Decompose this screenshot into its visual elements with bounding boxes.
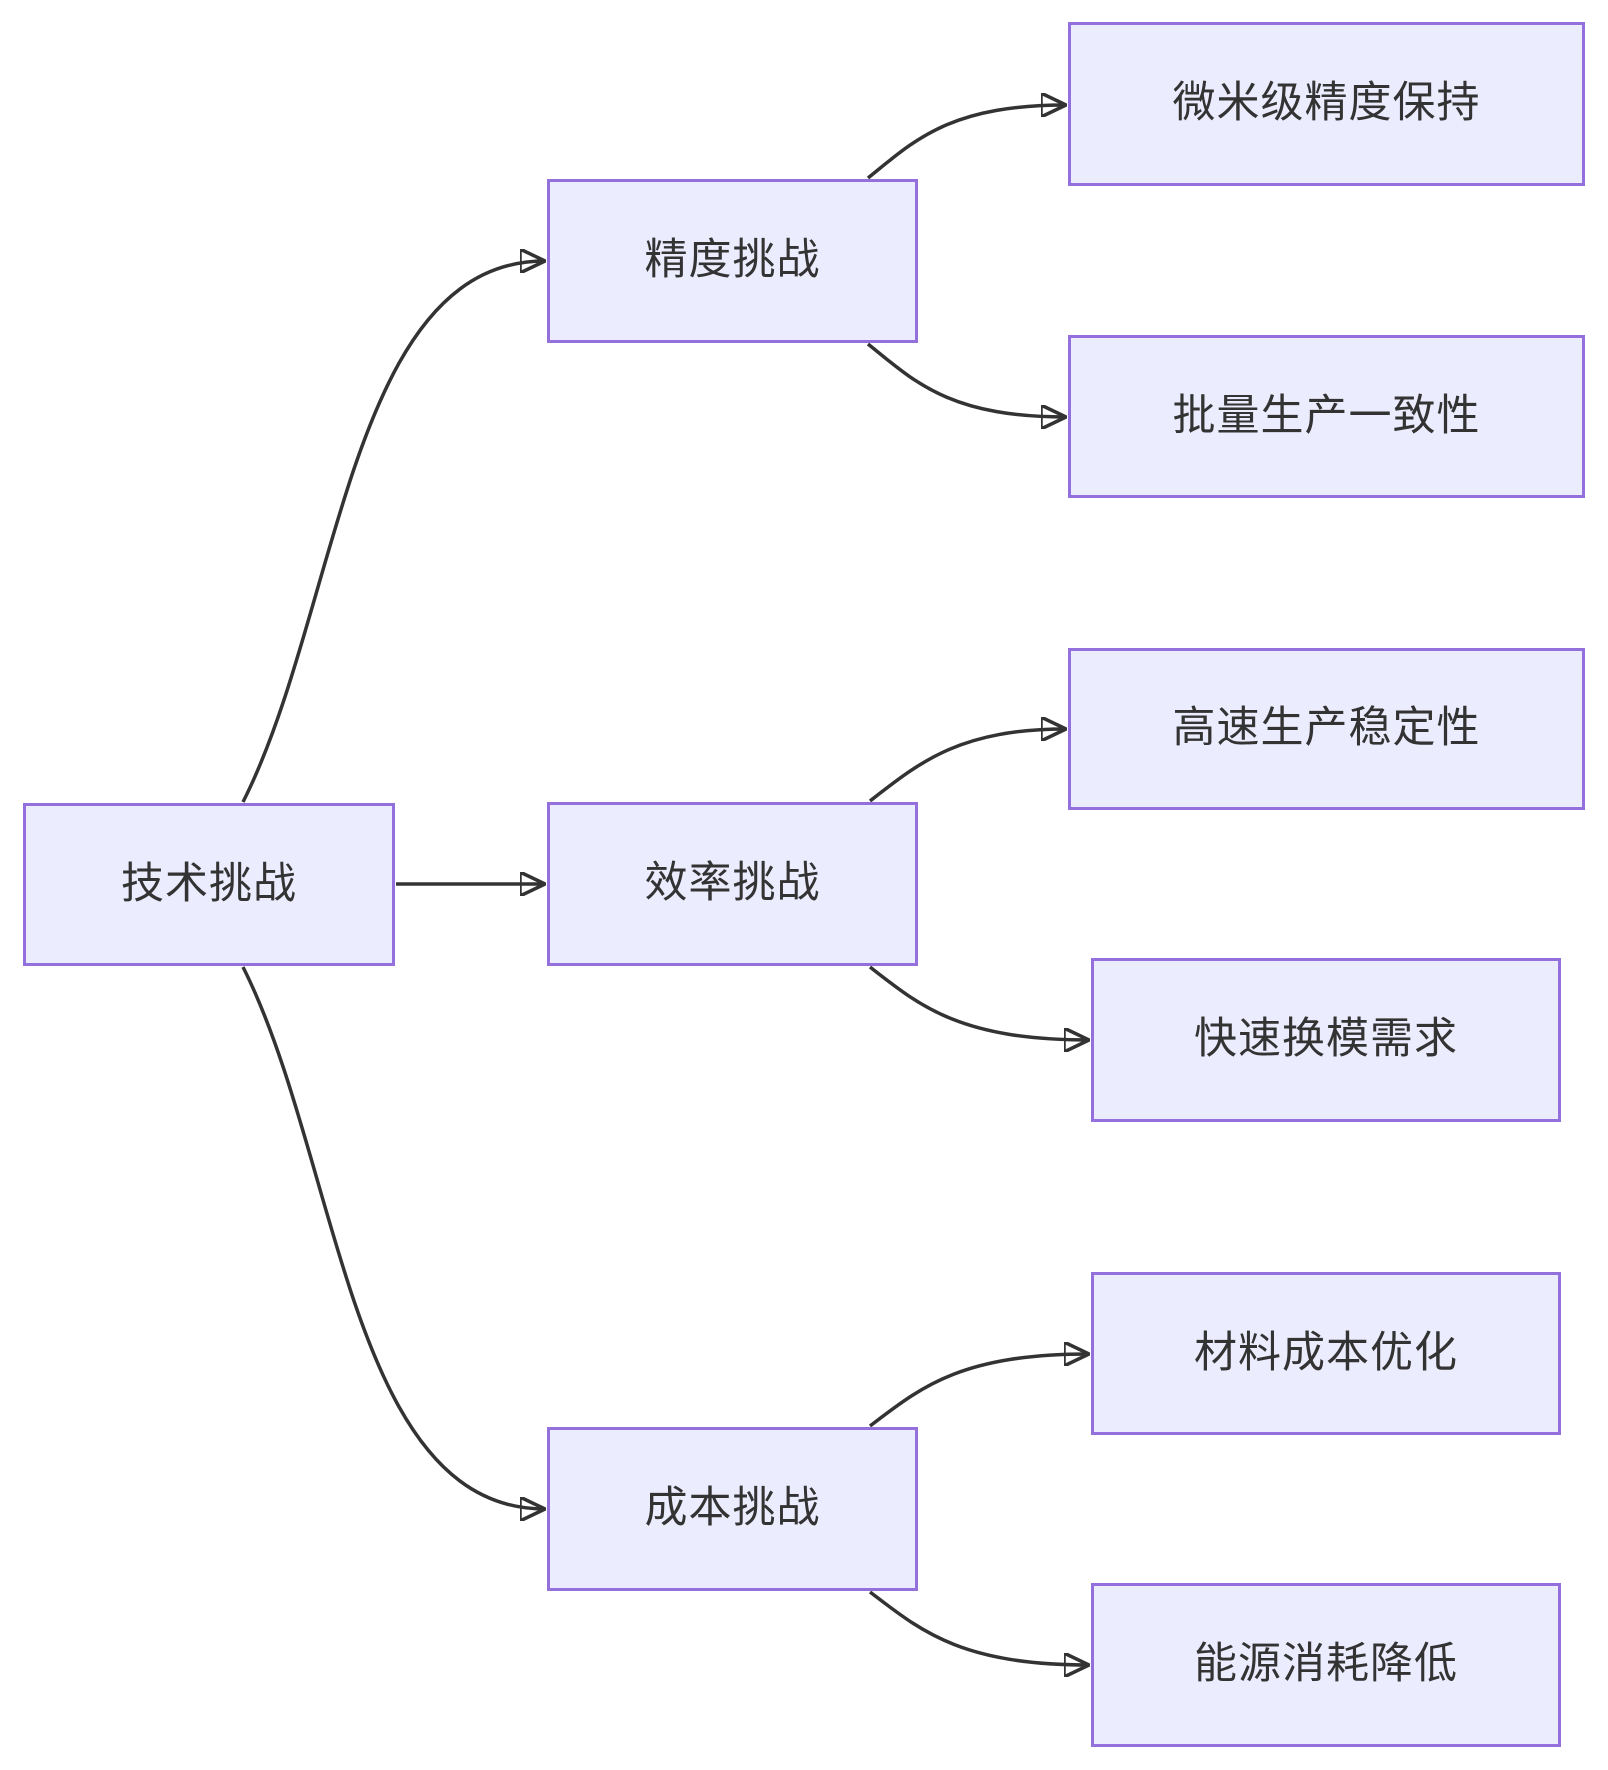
- node-efficiency-challenge-label: 效率挑战: [644, 859, 821, 908]
- node-quick-mold-change-label: 快速换模需求: [1194, 1015, 1458, 1064]
- node-precision-challenge: 精度挑战: [547, 179, 918, 343]
- node-micron-precision: 微米级精度保持: [1068, 22, 1585, 186]
- node-material-cost: 材料成本优化: [1091, 1272, 1561, 1435]
- node-precision-challenge-label: 精度挑战: [644, 236, 821, 285]
- node-highspeed-stability: 高速生产稳定性: [1068, 648, 1585, 810]
- node-cost-challenge: 成本挑战: [547, 1427, 918, 1591]
- node-efficiency-challenge: 效率挑战: [547, 802, 918, 966]
- node-material-cost-label: 材料成本优化: [1194, 1328, 1458, 1377]
- node-cost-challenge-label: 成本挑战: [644, 1484, 821, 1533]
- node-quick-mold-change: 快速换模需求: [1091, 958, 1561, 1122]
- node-tech-challenge-label: 技术挑战: [121, 859, 297, 908]
- node-tech-challenge: 技术挑战: [23, 803, 395, 966]
- node-energy-reduction: 能源消耗降低: [1091, 1583, 1561, 1747]
- edge-efficiency-to-speed: [868, 729, 1066, 803]
- edge-cost-to-energy: [868, 1590, 1089, 1665]
- edge-precision-to-micron: [866, 105, 1066, 180]
- node-batch-consistency-label: 批量生产一致性: [1172, 391, 1481, 440]
- edge-root-to-cost: [241, 966, 545, 1509]
- node-batch-consistency: 批量生产一致性: [1068, 335, 1585, 498]
- node-micron-precision-label: 微米级精度保持: [1172, 79, 1481, 128]
- edge-precision-to-batch: [866, 342, 1066, 417]
- node-energy-reduction-label: 能源消耗降低: [1194, 1640, 1458, 1689]
- node-highspeed-stability-label: 高速生产稳定性: [1172, 704, 1481, 753]
- edge-root-to-precision: [241, 261, 545, 803]
- edge-cost-to-material: [868, 1354, 1089, 1428]
- edge-efficiency-to-mold: [868, 965, 1089, 1040]
